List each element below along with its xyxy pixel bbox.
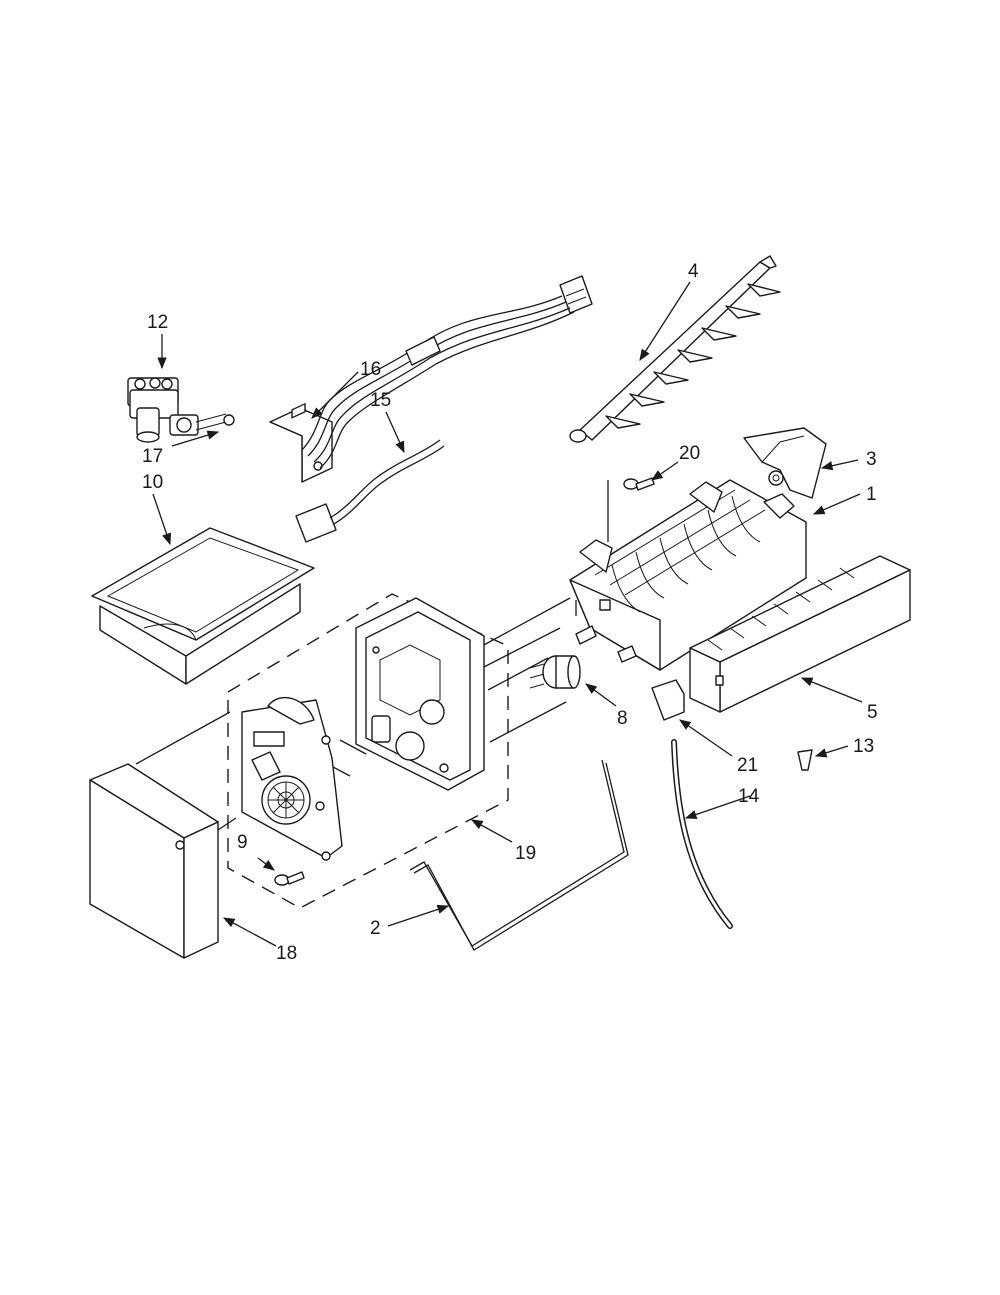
thermostat-part: [529, 655, 581, 689]
leader-lines: [152, 281, 863, 947]
tube-part: [671, 739, 733, 929]
callout-8: 8: [617, 708, 628, 729]
callout-13: 13: [853, 736, 874, 757]
callout-16: 16: [360, 359, 381, 380]
callout-19: 19: [515, 843, 536, 864]
callout-9: 9: [237, 832, 248, 853]
callout-1: 1: [866, 484, 877, 505]
callout-3: 3: [866, 449, 877, 470]
plug-part: [797, 749, 813, 771]
heater-part: [409, 759, 629, 951]
screw-20-part: [623, 477, 655, 491]
screw-9-part: [274, 871, 305, 886]
callout-15: 15: [370, 390, 391, 411]
callout-12: 12: [147, 312, 168, 333]
callout-14: 14: [738, 786, 760, 807]
callout-5: 5: [867, 702, 878, 723]
motor-housing-part: [355, 597, 485, 791]
callout-21: 21: [737, 755, 758, 776]
clip-part: [651, 679, 685, 721]
water-valve-part: [127, 377, 235, 443]
front-cover-part: [89, 763, 219, 959]
ice-bin-part: [91, 527, 315, 685]
ice-mold-part: [569, 479, 807, 671]
bracket-part: [269, 403, 333, 483]
callout-17: 17: [142, 446, 163, 467]
callout-2: 2: [370, 918, 381, 939]
mold-pins: [575, 625, 637, 663]
callout-20: 20: [679, 443, 700, 464]
callout-4: 4: [688, 261, 699, 282]
ice-stripper-part: [689, 555, 911, 713]
cover-part: [743, 427, 827, 499]
wire-harness-part: [295, 275, 593, 543]
callout-18: 18: [276, 943, 297, 964]
callout-10: 10: [142, 472, 163, 493]
callout-labels: 12 16 15 4 17 10 20 3 1 8 5 13 21 14 19 …: [142, 261, 878, 964]
motor-plate-part: [241, 696, 343, 861]
ejector-part: [569, 255, 781, 443]
motor-module-outline: [227, 593, 509, 909]
